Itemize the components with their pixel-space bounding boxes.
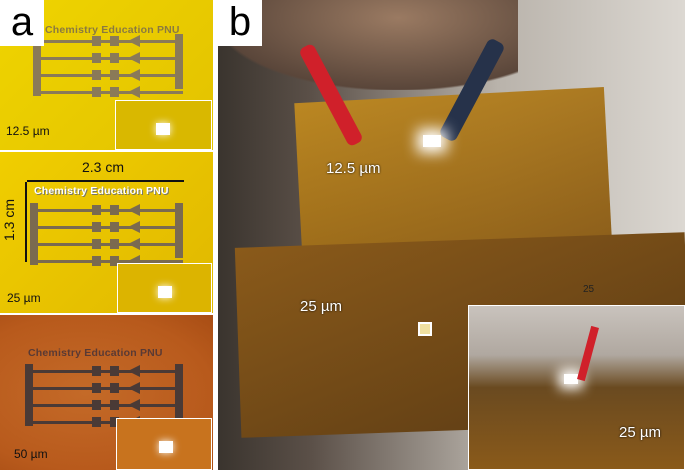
pad: [92, 256, 101, 266]
pad: [92, 366, 101, 376]
pad: [110, 70, 119, 80]
trace: [33, 40, 183, 43]
led-lit-inset: [117, 263, 212, 313]
trace: [25, 421, 183, 424]
thickness-label-top: 12.5 µm: [326, 160, 381, 177]
pad: [92, 87, 101, 97]
pad: [110, 417, 119, 427]
trace: [30, 243, 183, 246]
pad: [92, 70, 101, 80]
diode-symbol: [128, 35, 140, 47]
right-bus: [175, 364, 183, 419]
pad: [110, 222, 119, 232]
width-arrow: [27, 180, 184, 182]
trace: [33, 91, 183, 94]
panel-a-label: a: [0, 0, 44, 46]
pad: [92, 383, 101, 393]
width-dimension: 2.3 cm: [82, 159, 125, 175]
tape-mark: 25: [583, 284, 595, 295]
wearable-led-photo: 12.5 µm 25 µm 25 25 µm: [218, 0, 685, 470]
brand-text: Chemistry Education PNU: [34, 185, 169, 197]
trace: [30, 226, 183, 229]
film-25um-photo: Chemistry Education PNU 2.3 cm 1.3 cm 25…: [0, 152, 213, 313]
circuit-drawing: [30, 203, 183, 267]
height-dimension: 1.3 cm: [1, 198, 18, 242]
diode-symbol: [128, 365, 140, 377]
trace: [30, 260, 183, 263]
led-glow-12-5um: [423, 135, 441, 147]
trace: [25, 370, 183, 373]
pad: [92, 400, 101, 410]
diode-symbol: [128, 221, 140, 233]
pad: [92, 36, 101, 46]
brand-text: Chemistry Education PNU: [45, 24, 180, 36]
height-arrow: [25, 182, 27, 262]
panel-b-label: b: [218, 0, 262, 46]
diode-symbol: [128, 399, 140, 411]
pad: [110, 87, 119, 97]
pad: [110, 36, 119, 46]
trace: [30, 209, 183, 212]
trace: [33, 57, 183, 60]
pad: [110, 256, 119, 266]
trace: [33, 74, 183, 77]
diode-symbol: [128, 52, 140, 64]
pad: [110, 205, 119, 215]
diode-symbol: [128, 238, 140, 250]
pad: [110, 383, 119, 393]
thickness-label: 50 µm: [14, 447, 48, 461]
diode-symbol: [128, 86, 140, 98]
brand-text: Chemistry Education PNU: [28, 347, 163, 359]
pad: [92, 205, 101, 215]
led-glow: [156, 123, 170, 135]
pad: [110, 366, 119, 376]
led-glow: [564, 374, 578, 384]
led-glow: [159, 441, 173, 453]
film-50um-photo: Chemistry Education PNU 50 µm: [0, 315, 213, 470]
left-bus: [30, 203, 38, 265]
left-bus: [33, 34, 41, 96]
diode-symbol: [128, 204, 140, 216]
thickness-label: 25 µm: [7, 291, 41, 305]
led-25um: [418, 322, 432, 336]
thickness-label-mid: 25 µm: [300, 298, 342, 315]
pad: [110, 400, 119, 410]
right-bus: [175, 203, 183, 258]
diode-symbol: [128, 382, 140, 394]
pad: [110, 239, 119, 249]
film-12-5um-photo: Chemistry Education PNU 12.5 µm: [0, 0, 213, 150]
red-probe: [577, 325, 599, 382]
led-lit-inset: [116, 418, 212, 470]
trace: [25, 404, 183, 407]
right-bus: [175, 34, 183, 89]
left-bus: [25, 364, 33, 426]
pad: [110, 53, 119, 63]
led-glow: [158, 286, 172, 298]
thickness-label: 12.5 µm: [6, 124, 50, 138]
trace: [25, 387, 183, 390]
pad: [92, 239, 101, 249]
diode-symbol: [128, 69, 140, 81]
circuit-drawing: [33, 34, 183, 98]
led-lit-inset: [115, 100, 212, 150]
pad: [92, 222, 101, 232]
fingers: [218, 0, 518, 90]
thickness-label-inset: 25 µm: [619, 424, 661, 441]
inset-photo-25um: 25 µm: [468, 305, 685, 470]
pad: [92, 53, 101, 63]
pad: [92, 417, 101, 427]
